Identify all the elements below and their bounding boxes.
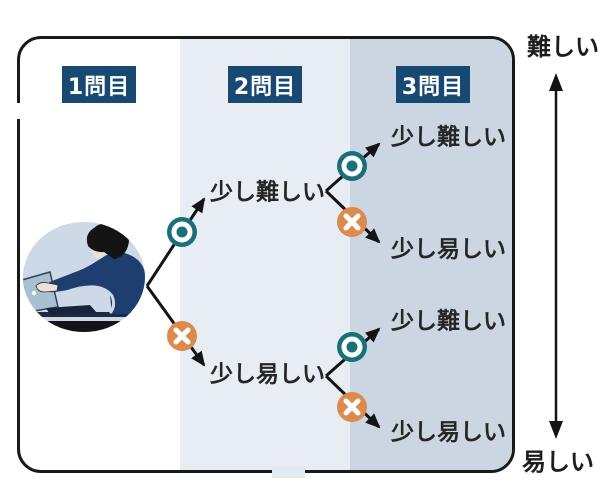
- branch-label-q3-upper-correct: 少し難しい: [391, 124, 506, 151]
- scale-label-difficult: 難しい: [527, 33, 599, 61]
- frame-border-gap-bottom: [272, 467, 305, 478]
- question1-header: 1問目: [62, 66, 136, 103]
- question2-band: [180, 39, 350, 470]
- branch-label-q2-incorrect: 少し易しい: [210, 361, 325, 388]
- branch-label-q3-lower-incorrect: 少し易しい: [391, 419, 506, 446]
- diagram-frame: [17, 36, 515, 473]
- question2-header: 2問目: [228, 66, 302, 103]
- frame-border-gap-left: [14, 103, 23, 119]
- difficulty-scale-arrow: [549, 73, 563, 439]
- branch-label-q3-lower-correct: 少し難しい: [391, 308, 506, 335]
- branch-label-q3-upper-incorrect: 少し易しい: [391, 236, 506, 263]
- arrow-up-head: [549, 73, 563, 91]
- question3-header: 3問目: [396, 66, 470, 103]
- branch-label-q2-correct: 少し難しい: [210, 179, 325, 206]
- arrow-down-head: [549, 421, 563, 439]
- scale-label-easy: 易しい: [522, 448, 594, 476]
